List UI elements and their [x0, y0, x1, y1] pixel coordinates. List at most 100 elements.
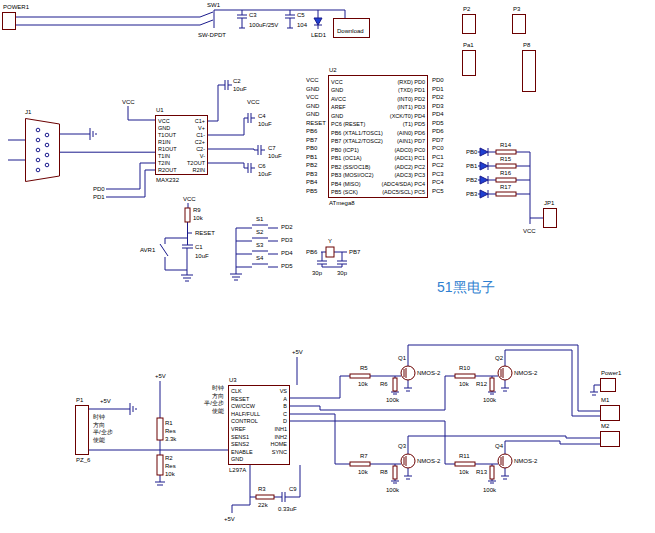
resistor-symbol: [157, 374, 494, 499]
net-label: 10k: [165, 471, 175, 478]
header-label: Download: [334, 27, 367, 36]
net-label: C7: [268, 145, 276, 152]
net-label: R8: [380, 469, 388, 476]
net-label: C2: [233, 78, 241, 85]
net-label: PD6: [432, 128, 444, 135]
net-label: C4: [258, 113, 266, 120]
part-name: ATmega8: [329, 200, 355, 207]
net-label: PC0: [432, 145, 444, 152]
pin-name: AVCC: [331, 97, 346, 103]
pin-name: C2-: [196, 147, 205, 153]
net-label: 10k: [459, 469, 469, 476]
pin-header: P2: [462, 14, 476, 34]
pin-name: V+: [198, 126, 205, 132]
pin-name: (INT1) PD3: [397, 105, 425, 111]
serial-wiring: [106, 163, 155, 197]
led-indicators: [496, 178, 516, 182]
power-connector: Power1: [600, 378, 616, 392]
pin-name: C1-: [196, 133, 205, 139]
net-label: C5: [297, 12, 305, 19]
resistor-symbol: [393, 466, 397, 479]
pin-name: (T1) PD5: [403, 122, 425, 128]
part-name: MAX232: [156, 177, 179, 184]
net-label: PB0: [466, 149, 477, 156]
driver-wiring: [370, 376, 401, 394]
reset-circuit: [181, 203, 193, 281]
net-label: GND: [306, 111, 319, 118]
net-label: PD3: [281, 237, 293, 244]
net-label: GND: [306, 103, 319, 110]
power-wiring: [237, 10, 247, 28]
net-label: NMOS-2: [417, 458, 440, 465]
crystal-circuit: [326, 247, 334, 257]
pin-name: V-: [200, 154, 205, 160]
reference-label: P3: [513, 6, 520, 13]
pin-name: R1IN: [158, 140, 171, 146]
pin-name: PB7 (XTAL2/TOSC2): [331, 139, 383, 145]
net-label: VCC: [306, 77, 319, 84]
resistor-symbol: [455, 462, 475, 466]
net-label: PB3: [306, 171, 317, 178]
resistor-symbol: [256, 495, 274, 499]
serial-wiring: [8, 80, 265, 197]
pin-name: VREF: [231, 427, 246, 433]
part-name: PZ_6: [76, 457, 90, 464]
driver-wiring: [89, 345, 600, 513]
net-label: LED1: [311, 32, 326, 39]
reference-label: M1: [601, 397, 609, 404]
pin-name: A: [283, 397, 287, 403]
reference-label: U2: [329, 67, 337, 74]
net-label: GND: [306, 86, 319, 93]
net-label: C3: [249, 12, 257, 19]
led-symbol: [480, 176, 488, 184]
led-symbol: [480, 162, 488, 170]
db9-pin: [45, 143, 49, 147]
net-label: 100k: [483, 487, 496, 494]
power-connector: POWER1: [2, 12, 16, 30]
net-label: 104: [297, 22, 307, 29]
pin-name: C1+: [195, 119, 205, 125]
db9-connector: J1: [25, 118, 60, 182]
pin-name: (ADC5/SCL) PC5: [382, 190, 425, 196]
transistor-symbol: [404, 368, 503, 466]
net-label: Y: [328, 238, 332, 245]
serial-wiring: [128, 106, 155, 120]
net-label: PB6: [306, 249, 317, 256]
net-label: PD4: [432, 111, 444, 118]
pin-name: D: [283, 419, 287, 425]
led-indicators: [496, 150, 516, 154]
db9-pin: [45, 153, 49, 157]
pin-header: P8: [522, 50, 536, 92]
net-label: 30p: [312, 270, 322, 277]
reset-circuit: [160, 203, 193, 281]
net-label: PD5: [432, 120, 444, 127]
db9-outline: [26, 119, 60, 182]
net-label: PD0: [93, 186, 105, 193]
pin-name: C: [283, 412, 287, 418]
led-symbol: [480, 190, 488, 198]
pin-name: GND: [231, 457, 243, 463]
net-label: PD0: [432, 77, 444, 84]
button-switches: [236, 264, 278, 267]
pin-name: T1IN: [158, 154, 170, 160]
resistor-symbol: [350, 462, 370, 466]
button-switches: [236, 251, 278, 254]
net-label: 0.33uF: [278, 506, 297, 513]
driver-wiring: [408, 345, 600, 454]
net-label: PC4: [432, 179, 444, 186]
net-label: C1: [195, 244, 203, 251]
pin-name: HOME: [271, 442, 288, 448]
pin-name: (ADC4/SDA) PC4: [382, 182, 425, 188]
transistor-symbol: [401, 366, 415, 380]
net-label: R15: [500, 156, 511, 163]
net-label: 使能: [93, 437, 105, 444]
pin-name: (ADC0) PC0: [394, 148, 425, 154]
pin-name: R2OUT: [158, 168, 177, 174]
power-wiring: [16, 10, 345, 29]
net-label: 100k: [386, 487, 399, 494]
led-indicators: [496, 164, 516, 168]
resistor-symbol: [157, 455, 163, 475]
net-label: 10uF: [268, 153, 282, 160]
pin-name: (ADC1) PC1: [394, 156, 425, 162]
pin-name: SENS2: [231, 442, 249, 448]
